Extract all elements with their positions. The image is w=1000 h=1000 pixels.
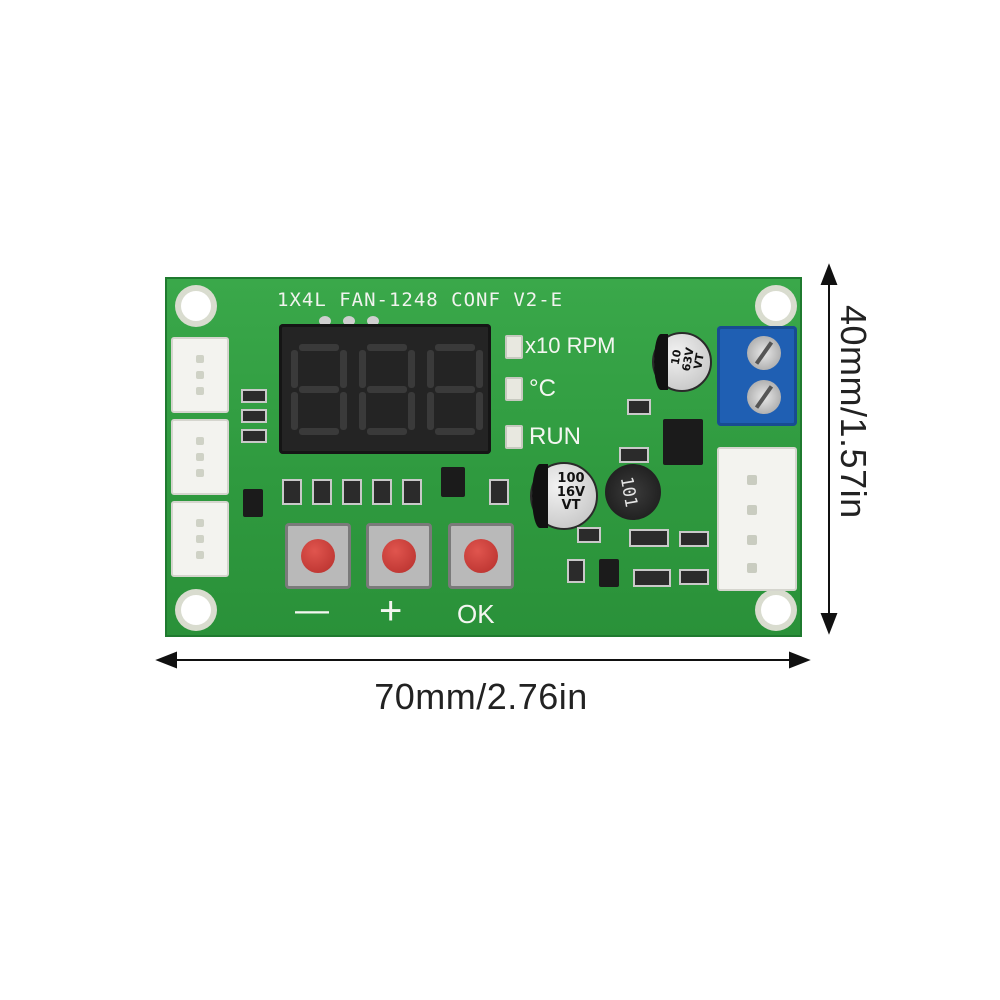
transistor (599, 559, 619, 587)
smd-resistor (372, 479, 392, 505)
fan-connector-1 (171, 337, 229, 413)
minus-button-label: — (295, 591, 329, 629)
smd-resistor (241, 389, 267, 403)
rpm-led-label: x10 RPM (525, 333, 616, 358)
plus-button-cap[interactable] (382, 539, 416, 573)
power-screw-terminal (717, 326, 797, 426)
run-led (505, 425, 523, 449)
capacitor-10uf: 10 63V VT (652, 332, 712, 392)
display-digit-2 (359, 344, 415, 435)
inductor: 101 (605, 464, 661, 520)
smd-resistor (627, 399, 651, 415)
minus-button[interactable] (285, 523, 351, 589)
smd-resistor (489, 479, 509, 505)
ok-button-label: OK (457, 599, 495, 629)
four-pin-connector (717, 447, 797, 591)
seven-segment-display (279, 324, 491, 454)
celsius-led-label: °C (529, 375, 556, 402)
fan-connector-2 (171, 419, 229, 495)
smd-resistor (619, 447, 649, 463)
smd-resistor (567, 559, 585, 583)
height-dimension-label: 40mm/1.57in (833, 305, 874, 519)
smd-resistor (633, 569, 671, 587)
capacitor-100uf: 100 16V VT (530, 462, 598, 530)
smd-resistor (342, 479, 362, 505)
mounting-hole-top-left (181, 291, 211, 321)
minus-button-cap[interactable] (301, 539, 335, 573)
celsius-led (505, 377, 523, 401)
header-pad (319, 316, 331, 326)
header-pad (343, 316, 355, 326)
smd-resistor (629, 529, 669, 547)
mounting-hole-bottom-left (181, 595, 211, 625)
run-led-label: RUN (529, 423, 581, 450)
display-digit-3 (427, 344, 483, 435)
ok-button-cap[interactable] (464, 539, 498, 573)
header-pad (367, 316, 379, 326)
mounting-hole-bottom-right (761, 595, 791, 625)
rpm-led (505, 335, 523, 359)
terminal-screw-1 (747, 336, 781, 370)
smd-resistor (577, 527, 601, 543)
inductor-label: 101 (615, 475, 641, 509)
display-digit-1 (291, 344, 347, 435)
mounting-hole-top-right (761, 291, 791, 321)
regulator-ic (663, 419, 703, 465)
transistor (441, 467, 465, 497)
plus-button-label: + (379, 589, 403, 633)
capacitor-100uf-label: 100 16V VT (556, 471, 586, 514)
smd-resistor (241, 429, 267, 443)
plus-button[interactable] (366, 523, 432, 589)
smd-resistor (282, 479, 302, 505)
terminal-screw-2 (747, 380, 781, 414)
board-title-silkscreen: 1X4L FAN-1248 CONF V2-E (277, 289, 564, 311)
fan-controller-pcb: 1X4L FAN-1248 CONF V2-E (165, 277, 802, 637)
ok-button[interactable] (448, 523, 514, 589)
fan-connector-3 (171, 501, 229, 577)
smd-resistor (679, 569, 709, 585)
smd-resistor (679, 531, 709, 547)
transistor (243, 489, 263, 517)
smd-resistor (402, 479, 422, 505)
smd-resistor (312, 479, 332, 505)
capacitor-10uf-label: 10 63V VT (668, 346, 707, 373)
smd-resistor (241, 409, 267, 423)
width-dimension-label: 70mm/2.76in (374, 676, 588, 717)
